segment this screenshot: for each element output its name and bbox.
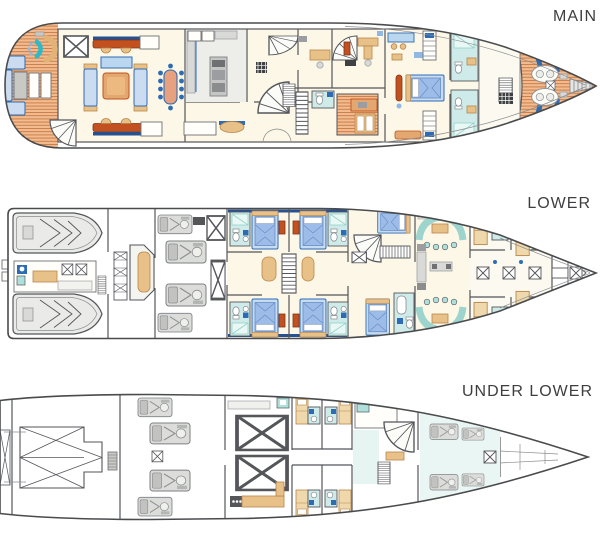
dining-table (163, 69, 178, 105)
salon-banquette (92, 39, 143, 49)
study-office (298, 31, 383, 69)
transom-step (1, 259, 9, 270)
main-deck-plan (4, 22, 597, 149)
stair-lobby (183, 35, 299, 142)
salon-banquette (92, 123, 143, 132)
master-bed (405, 74, 445, 102)
wet-bar (33, 38, 43, 60)
master-bathroom (450, 30, 479, 82)
engine-room (157, 214, 227, 333)
staff-cabins (295, 397, 352, 517)
deck-lounger (28, 72, 40, 99)
lower-deck-plan (1, 207, 597, 340)
deck-label-under-lower: UNDER LOWER (461, 383, 593, 400)
salon-sofa (83, 68, 98, 107)
guest-lobby (261, 253, 315, 294)
master-stateroom (387, 30, 445, 141)
galley (186, 30, 246, 102)
captain-cabin-and-stairs (351, 210, 415, 336)
vanity (387, 32, 415, 43)
wardrobe (422, 30, 437, 61)
dining-area (158, 63, 184, 111)
guest-cabins (229, 210, 349, 338)
deck-lounger (40, 72, 52, 99)
tv-console (100, 56, 133, 69)
salon (49, 35, 163, 147)
crew-cabins (473, 215, 549, 332)
master-bathroom (450, 89, 479, 141)
desk (357, 37, 379, 47)
salon-sofa (133, 68, 148, 107)
pantry-laundry (295, 91, 379, 136)
under-lower-deck-plan (0, 393, 589, 521)
deck-label-lower: LOWER (527, 195, 591, 212)
settee (219, 121, 245, 133)
under-bow (483, 444, 559, 470)
aft-hold (0, 426, 118, 489)
tender-garage (12, 212, 103, 335)
master-sofa (395, 74, 403, 102)
bar-counter (43, 35, 58, 63)
desk (309, 49, 331, 61)
engine-room-catwalk (97, 244, 155, 301)
deck-label-main: MAIN (553, 8, 597, 25)
deck-table (13, 71, 28, 100)
stores-room (227, 397, 290, 508)
day-head (311, 90, 335, 109)
sofa (241, 495, 285, 508)
under-lobby (353, 401, 415, 485)
under-lower-walls (11, 394, 501, 520)
transom-step (1, 271, 9, 282)
